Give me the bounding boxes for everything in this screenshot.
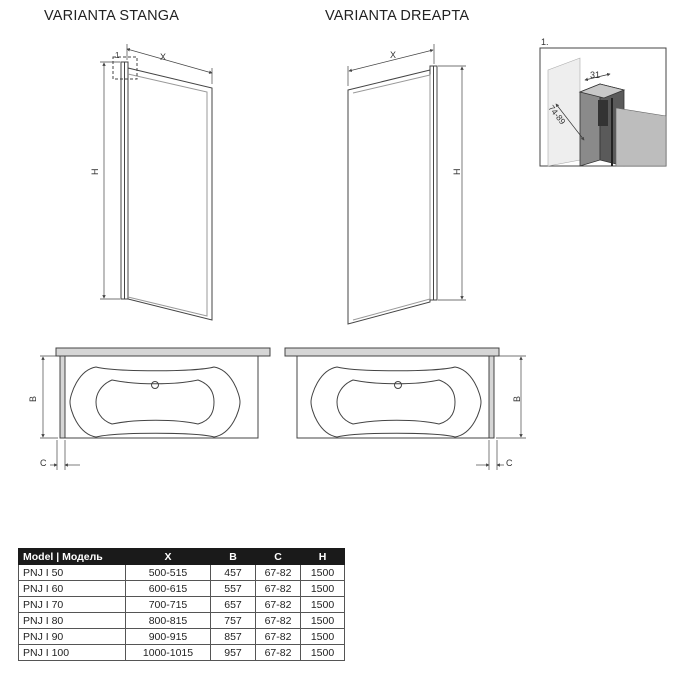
cell-b: 757 <box>210 612 256 629</box>
cell-h: 1500 <box>300 644 345 661</box>
table-row: PNJ I 100 1000-1015 957 67-82 1500 <box>18 644 345 661</box>
cell-model: PNJ I 60 <box>18 580 126 597</box>
technical-drawing: X H 1 X H 1. 31 74-89 <box>28 37 667 470</box>
detail-range-dimension <box>555 103 585 141</box>
right-plan-tub <box>296 355 492 439</box>
left-plan-screen <box>59 355 66 439</box>
cell-c: 67-82 <box>255 644 301 661</box>
cell-h: 1500 <box>300 564 345 581</box>
cell-c: 67-82 <box>255 580 301 597</box>
right-plan-screen <box>488 355 495 439</box>
spec-table: Model | Модель X B C H PNJ I 50 500-515 … <box>18 548 345 661</box>
cell-h: 1500 <box>300 596 345 613</box>
right-c-label: C <box>506 458 513 468</box>
profile-detail <box>539 47 667 167</box>
right-plan <box>284 347 526 470</box>
cell-model: PNJ I 80 <box>18 612 126 629</box>
left-x-label: X <box>160 52 166 62</box>
header-model: Model | Модель <box>18 548 126 565</box>
table-row: PNJ I 70 700-715 657 67-82 1500 <box>18 596 345 613</box>
cell-h: 1500 <box>300 612 345 629</box>
left-glass-panel <box>127 67 213 321</box>
cell-b: 957 <box>210 644 256 661</box>
left-detail-marker: 1 <box>115 51 120 60</box>
title-right-variant: VARIANTA DREAPTA <box>325 8 470 24</box>
cell-b: 857 <box>210 628 256 645</box>
detail-label: 1. <box>541 37 549 47</box>
table-row: PNJ I 80 800-815 757 67-82 1500 <box>18 612 345 629</box>
cell-x: 600-615 <box>125 580 211 597</box>
cell-b: 657 <box>210 596 256 613</box>
detail-width-label: 31 <box>590 70 600 80</box>
cell-h: 1500 <box>300 628 345 645</box>
cell-c: 67-82 <box>255 564 301 581</box>
right-plan-wall <box>284 347 500 357</box>
cell-x: 1000-1015 <box>125 644 211 661</box>
left-plan-tub <box>63 355 259 439</box>
left-elevation <box>100 44 213 321</box>
header-b: B <box>210 548 256 565</box>
cell-x: 500-515 <box>125 564 211 581</box>
title-left-variant: VARIANTA STANGA <box>44 8 180 24</box>
cell-c: 67-82 <box>255 612 301 629</box>
right-b-label: B <box>512 396 522 402</box>
cell-x: 800-815 <box>125 612 211 629</box>
header-x: X <box>125 548 211 565</box>
cell-model: PNJ I 90 <box>18 628 126 645</box>
detail-width-dimension <box>584 72 611 82</box>
right-h-label: H <box>452 169 462 176</box>
left-plan <box>40 347 271 470</box>
left-plan-wall <box>55 347 271 357</box>
right-elevation <box>347 44 466 325</box>
cell-c: 67-82 <box>255 628 301 645</box>
table-row: PNJ I 50 500-515 457 67-82 1500 <box>18 564 345 581</box>
cell-model: PNJ I 100 <box>18 644 126 661</box>
cell-x: 700-715 <box>125 596 211 613</box>
right-glass-panel <box>347 69 431 325</box>
right-x-dimension <box>348 49 434 72</box>
header-h: H <box>300 548 345 565</box>
right-x-label: X <box>390 50 396 60</box>
cell-x: 900-915 <box>125 628 211 645</box>
spec-table-header-row: Model | Модель X B C H <box>18 548 345 565</box>
left-c-label: C <box>40 458 47 468</box>
cell-model: PNJ I 50 <box>18 564 126 581</box>
left-x-dimension <box>126 48 213 74</box>
cell-h: 1500 <box>300 580 345 597</box>
table-row: PNJ I 60 600-615 557 67-82 1500 <box>18 580 345 597</box>
cell-b: 557 <box>210 580 256 597</box>
cell-b: 457 <box>210 564 256 581</box>
left-b-label: B <box>28 396 38 402</box>
left-h-label: H <box>90 169 100 176</box>
cell-c: 67-82 <box>255 596 301 613</box>
table-row: PNJ I 90 900-915 857 67-82 1500 <box>18 628 345 645</box>
cell-model: PNJ I 70 <box>18 596 126 613</box>
header-c: C <box>255 548 301 565</box>
